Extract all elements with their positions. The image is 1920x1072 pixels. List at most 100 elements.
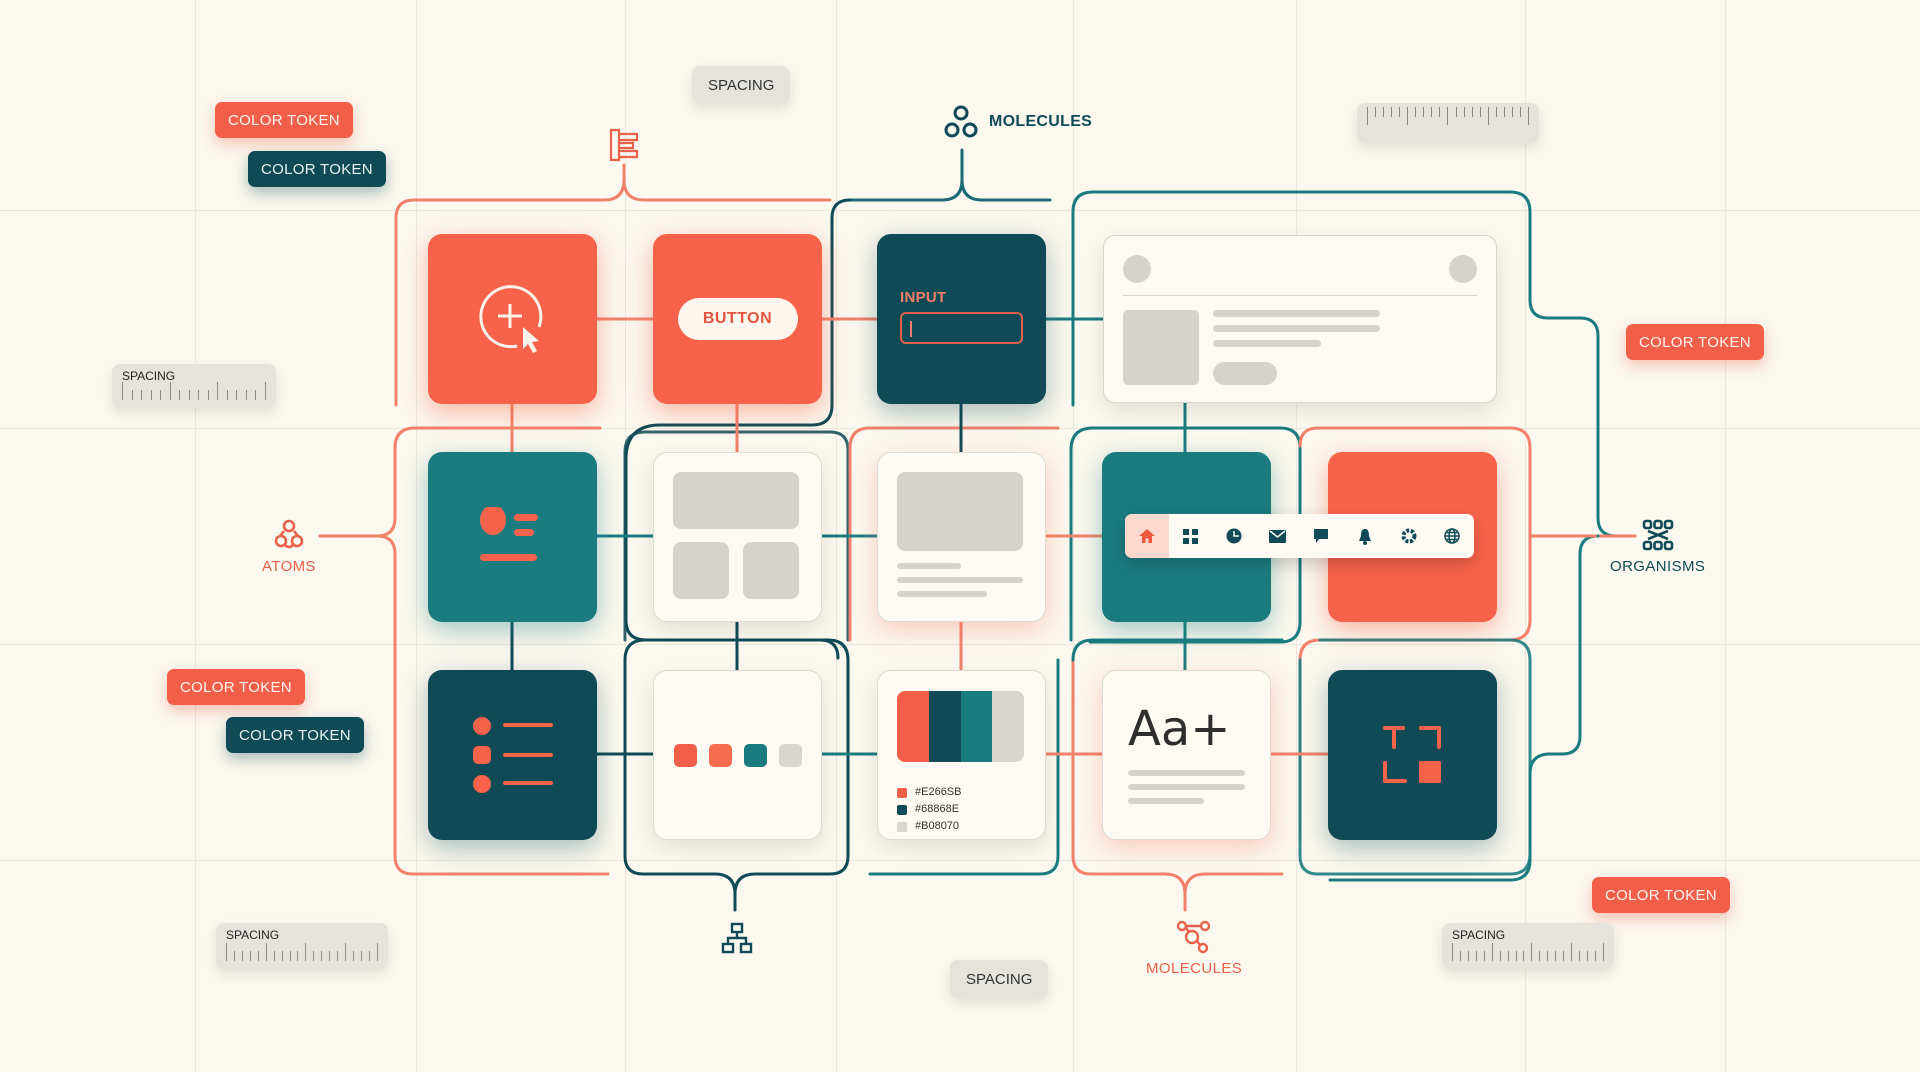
color-token-chip[interactable]: COLOR TOKEN	[1592, 877, 1730, 913]
ruler-ticks	[1452, 943, 1604, 961]
color-token-chip[interactable]: COLOR TOKEN	[226, 717, 364, 753]
atom-tile-add-cursor[interactable]	[428, 234, 597, 404]
molecule-tile-layout[interactable]	[653, 452, 822, 622]
grid-line	[0, 644, 1920, 645]
atom-tile-list[interactable]	[428, 670, 597, 840]
navbar-sample	[1125, 514, 1474, 558]
avatar-placeholder	[1449, 255, 1477, 283]
ruler-ticks	[1367, 107, 1529, 129]
ruler-label: SPACING	[1452, 928, 1506, 942]
molecules-label-top: MOLECULES	[943, 104, 1092, 140]
text-line-placeholder	[897, 577, 1023, 583]
divider	[1123, 295, 1477, 296]
spacing-ruler: SPACING	[216, 923, 388, 969]
grid-line	[0, 860, 1920, 861]
grid-line	[416, 0, 417, 1072]
nav-item-bell[interactable]	[1343, 514, 1387, 558]
molecule-tile-palette[interactable]: #E266SB #68868E #B08070	[877, 670, 1046, 840]
nav-item-home[interactable]	[1125, 514, 1169, 558]
grid-line	[1525, 0, 1526, 1072]
organism-card[interactable]	[1103, 235, 1497, 403]
input-sample: INPUT	[900, 289, 1023, 344]
swatch-dot	[743, 743, 767, 767]
grid-line	[0, 210, 1920, 211]
atom-tile-profile[interactable]	[428, 452, 597, 622]
palette-entry: #68868E	[897, 801, 961, 818]
spacing-ruler: SPACING	[112, 364, 276, 408]
button-placeholder	[1213, 362, 1277, 385]
frame-select-icon	[1382, 726, 1441, 783]
spacing-chip[interactable]: SPACING	[692, 66, 791, 104]
color-token-chip[interactable]: COLOR TOKEN	[248, 151, 386, 187]
hierarchy-icon	[721, 922, 753, 954]
layout-block	[743, 542, 799, 599]
text-line-placeholder	[897, 563, 961, 569]
palette-entry: #E266SB	[897, 784, 961, 801]
nav-item-grid[interactable]	[1169, 514, 1213, 558]
color-token-chip[interactable]: COLOR TOKEN	[1626, 324, 1764, 360]
profile-list-icon	[479, 507, 538, 561]
grid-line	[195, 0, 196, 1072]
molecule-graph-icon	[1176, 920, 1211, 954]
molecule-tile-article[interactable]	[877, 452, 1046, 622]
gear-icon	[1401, 528, 1417, 544]
align-icon	[609, 128, 639, 162]
nav-item-chat[interactable]	[1300, 514, 1344, 558]
chat-icon	[1314, 529, 1329, 543]
spacing-ruler	[1357, 103, 1539, 143]
spacing-chip[interactable]: SPACING	[950, 960, 1049, 998]
layout-block	[673, 472, 799, 529]
grid-icon	[1182, 528, 1198, 544]
input-label: INPUT	[900, 289, 947, 306]
palette-bar	[897, 691, 1024, 762]
swatch-row	[673, 743, 802, 767]
molecules-label-bottom: MOLECULES	[1146, 920, 1242, 977]
text-line-placeholder	[1213, 340, 1321, 347]
atom-tile-input[interactable]: INPUT	[877, 234, 1046, 404]
grid-line	[836, 0, 837, 1072]
add-cursor-icon	[478, 285, 542, 353]
nav-item-mail[interactable]	[1256, 514, 1300, 558]
nav-item-globe[interactable]	[1430, 514, 1474, 558]
mail-icon	[1269, 529, 1287, 543]
color-token-chip[interactable]: COLOR TOKEN	[215, 102, 353, 138]
molecule-tile-swatches[interactable]	[653, 670, 822, 840]
spacing-ruler: SPACING	[1442, 923, 1614, 969]
text-line-placeholder	[1213, 310, 1380, 317]
nav-item-settings[interactable]	[1387, 514, 1431, 558]
nav-item-chart[interactable]	[1212, 514, 1256, 558]
input-field-sample[interactable]	[900, 312, 1023, 344]
typography-sample: Aa+	[1128, 701, 1231, 757]
molecule-tile-typography[interactable]: Aa+	[1102, 670, 1271, 840]
molecule-icon	[944, 105, 978, 138]
home-icon	[1138, 529, 1155, 543]
molecules-text: MOLECULES	[989, 113, 1093, 130]
text-line-placeholder	[1213, 325, 1380, 332]
grid-line	[0, 428, 1920, 429]
text-line-placeholder	[1128, 784, 1245, 790]
text-line-placeholder	[897, 591, 987, 597]
palette-entry: #B08070	[897, 818, 961, 835]
layout-block	[673, 542, 729, 599]
hex-value: #B08070	[915, 820, 960, 832]
color-token-chip[interactable]: COLOR TOKEN	[167, 669, 305, 705]
organisms-text: ORGANISMS	[1610, 558, 1706, 575]
bell-icon	[1358, 528, 1371, 545]
globe-icon	[1444, 528, 1460, 544]
grid-line	[1073, 0, 1074, 1072]
ruler-ticks	[122, 382, 266, 400]
text-line-placeholder	[1128, 798, 1204, 804]
atoms-icon	[274, 519, 304, 549]
atoms-text: ATOMS	[262, 558, 316, 575]
ruler-ticks	[226, 943, 378, 961]
grid-line	[1725, 0, 1726, 1072]
hex-value: #68868E	[915, 803, 960, 815]
ruler-label: SPACING	[122, 369, 176, 383]
molecules-text: MOLECULES	[1146, 960, 1243, 977]
button-sample[interactable]: BUTTON	[677, 298, 798, 340]
palette-hex-list: #E266SB #68868E #B08070	[897, 784, 961, 835]
atom-tile-button[interactable]: BUTTON	[653, 234, 822, 404]
image-placeholder	[897, 472, 1023, 551]
chart-icon	[1226, 528, 1242, 544]
organism-tile-frame[interactable]	[1328, 670, 1497, 840]
